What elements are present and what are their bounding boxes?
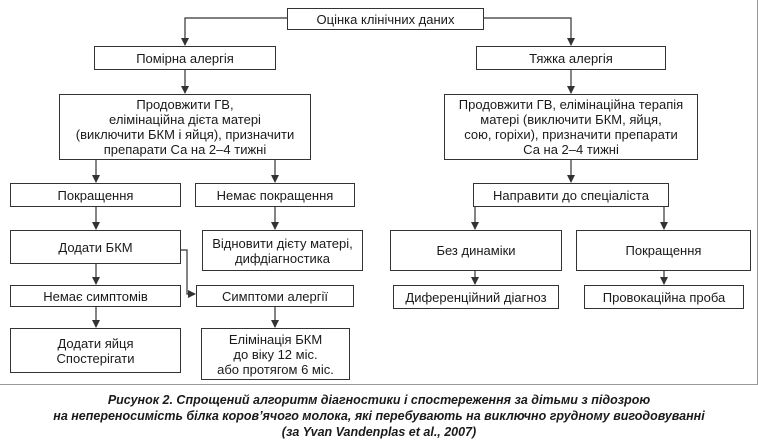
node-add-cmp: Додати БКМ bbox=[10, 230, 181, 264]
connectors bbox=[92, 17, 668, 328]
node-provocation-test: Провокаційна проба bbox=[584, 285, 744, 309]
caption-line-2: на непереносимість білка коров’ячого мол… bbox=[53, 409, 705, 423]
node-refer-specialist: Направити до спеціаліста bbox=[473, 183, 669, 207]
node-allergy-symptoms: Симптоми алергії bbox=[196, 285, 354, 307]
node-elimination-cmp: Елімінація БКМ до віку 12 міс. або протя… bbox=[201, 328, 350, 380]
node-improvement-right: Покращення bbox=[576, 230, 751, 271]
node-moderate-allergy: Помірна алергія bbox=[94, 46, 276, 70]
caption-line-3: (за Yvan Vandenplas et al., 2007) bbox=[281, 425, 477, 439]
node-severe-action: Продовжити ГВ, елімінаційна терапія мате… bbox=[444, 94, 698, 160]
edge-root-moderate bbox=[181, 17, 287, 46]
node-restore-diet: Відновити дієту матері, дифдіагностика bbox=[202, 230, 363, 271]
node-add-eggs: Додати яйця Спостерігати bbox=[10, 328, 181, 373]
flowchart: Оцінка клінічних даних Помірна алергія Т… bbox=[0, 0, 758, 385]
node-moderate-action: Продовжити ГВ, елімінаційна дієта матері… bbox=[59, 94, 311, 160]
edge-root-severe bbox=[484, 17, 575, 46]
figure-caption: Рисунок 2. Спрощений алгоритм діагностик… bbox=[0, 392, 758, 440]
edge-addcmp-symptoms bbox=[180, 249, 196, 298]
node-severe-allergy: Тяжка алергія bbox=[476, 46, 666, 70]
node-no-symptoms: Немає симптомів bbox=[10, 285, 181, 307]
node-differential-dx: Диференційний діагноз bbox=[393, 285, 559, 309]
caption-line-1: Рисунок 2. Спрощений алгоритм діагностик… bbox=[107, 393, 651, 407]
node-no-improvement: Немає покращення bbox=[195, 183, 355, 207]
node-improvement-left: Покращення bbox=[10, 183, 181, 207]
node-root: Оцінка клінічних даних bbox=[287, 8, 484, 30]
node-no-dynamics: Без динаміки bbox=[390, 230, 562, 271]
